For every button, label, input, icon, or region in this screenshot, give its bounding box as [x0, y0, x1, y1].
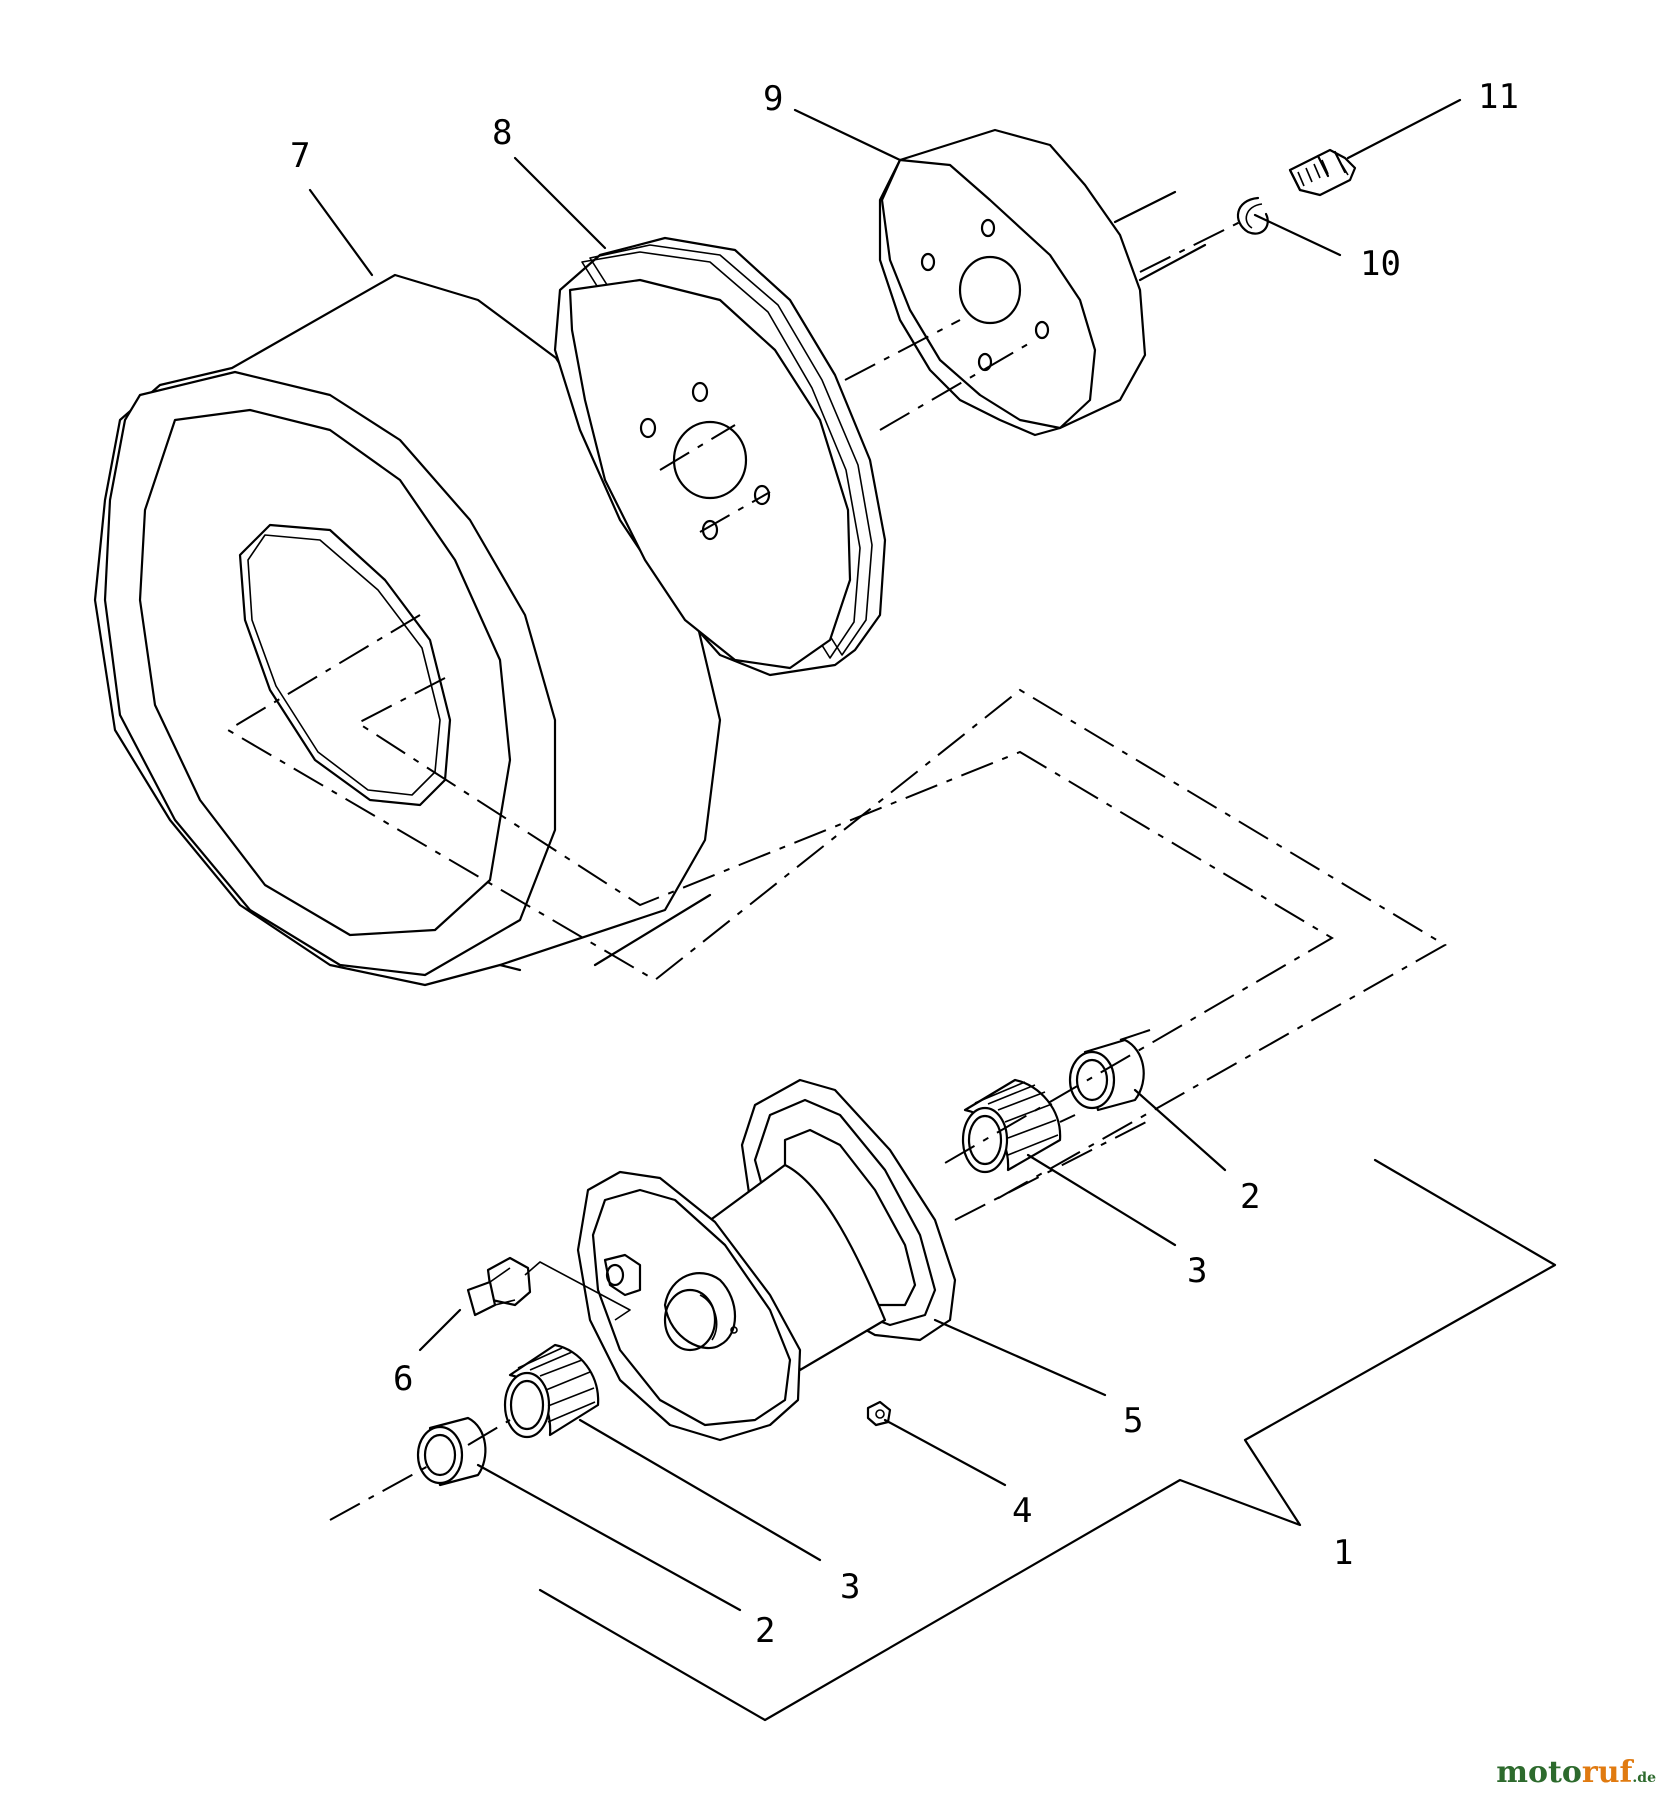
callout-4: 4: [1012, 1491, 1032, 1531]
part-2-bushing-left: [416, 1416, 487, 1487]
callout-11: 11: [1478, 77, 1519, 117]
callout-6: 6: [393, 1359, 413, 1399]
part-3-bearing-left: [503, 1343, 600, 1439]
callout-5: 5: [1123, 1401, 1143, 1441]
part-3-bearing-right: [961, 1078, 1062, 1174]
part-10-circlip: [1236, 196, 1269, 235]
callout-7: 7: [290, 136, 310, 176]
part-7-tire: [93, 273, 722, 987]
part-2-bushing-right: [1068, 1038, 1145, 1112]
callout-3-right: 3: [1187, 1251, 1207, 1291]
motoruf-watermark-logo: motoruf.de: [1496, 1755, 1656, 1790]
part-8-rim: [553, 236, 887, 677]
callout-2-right: 2: [1240, 1177, 1260, 1217]
callout-labels: 7 8 9 11 10 2 3 5 4 1 6 3 2: [290, 77, 1519, 1651]
callout-1: 1: [1333, 1533, 1353, 1573]
callout-10: 10: [1360, 244, 1401, 284]
callout-8: 8: [492, 113, 512, 153]
part-6-valve: [466, 1256, 532, 1317]
part-11-bolt: [1288, 148, 1357, 197]
callout-3-left: 3: [840, 1567, 860, 1607]
part-9-hub-plate: [878, 128, 1207, 437]
callout-2-left: 2: [755, 1611, 775, 1651]
callout-9: 9: [763, 79, 783, 119]
leader-lines: [308, 98, 1557, 1722]
part-5-wheel-hub: [576, 1078, 957, 1442]
